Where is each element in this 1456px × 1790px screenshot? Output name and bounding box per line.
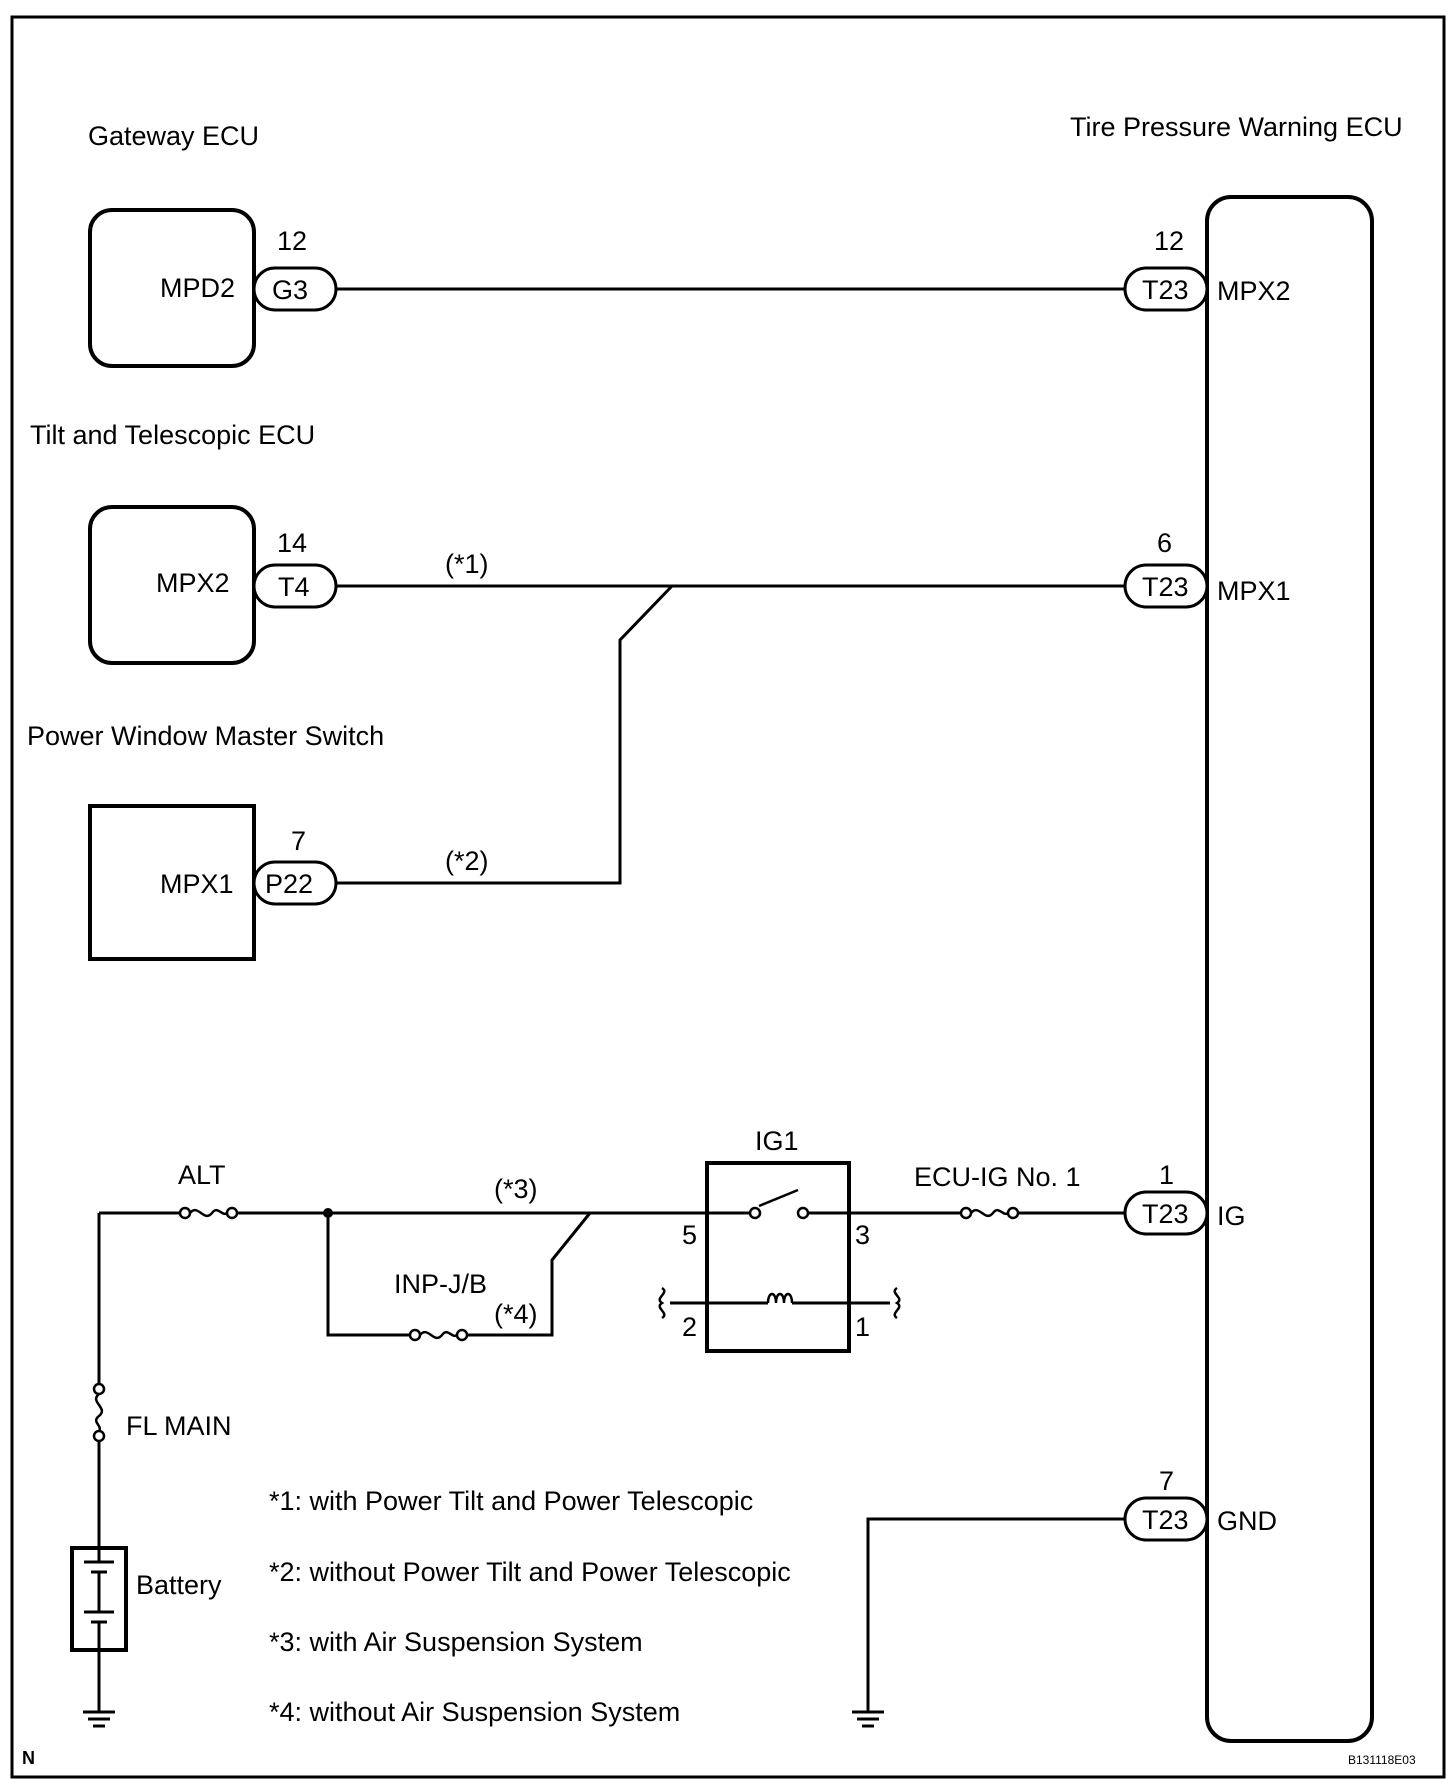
ecu-ig-fuse-label: ECU-IG No. 1: [914, 1162, 1081, 1192]
diagram-id: B131118E03: [1348, 1753, 1416, 1767]
wire-pw-switch-branch: [336, 584, 674, 885]
pw-switch-connector-label: P22: [265, 869, 313, 899]
tilt-ecu-connector-label: T4: [278, 572, 310, 602]
corner-mark: N: [22, 1748, 35, 1768]
fl-main-fuse-icon: [92, 1382, 106, 1443]
tilt-ecu-title: Tilt and Telescopic ECU: [30, 420, 315, 450]
tpw-connector-mpx2-label: T23: [1142, 275, 1189, 305]
ecu-ig-fuse-icon: [959, 1206, 1020, 1220]
tpw-pin-gnd: 7: [1159, 1466, 1174, 1496]
gateway-ecu-connector-label: G3: [272, 275, 308, 305]
tpw-pin-mpx1: 6: [1157, 528, 1172, 558]
tpw-pin-mpx2: 12: [1154, 226, 1184, 256]
tpw-terminal-mpx2: MPX2: [1217, 276, 1291, 306]
note-line-2: *2: without Power Tilt and Power Telesco…: [269, 1557, 791, 1587]
tpw-ecu-box: [1205, 195, 1374, 1743]
alt-fuse-label: ALT: [178, 1160, 226, 1190]
tpw-terminal-mpx1: MPX1: [1217, 576, 1291, 606]
ig1-relay-box: [705, 1161, 851, 1353]
note-ref-2: (*2): [445, 846, 489, 876]
inp-jb-fuse-icon: [408, 1328, 469, 1342]
gateway-ecu-terminal: MPD2: [160, 273, 235, 303]
ground-icon: [83, 1710, 115, 1728]
pw-switch-box: [88, 804, 256, 961]
battery-label: Battery: [136, 1570, 222, 1600]
battery-icon: [84, 1548, 114, 1650]
relay-pin-3: 3: [855, 1220, 870, 1250]
inp-jb-fuse-label: INP-J/B: [394, 1269, 487, 1299]
tpw-terminal-gnd: GND: [1217, 1506, 1277, 1536]
relay-pin-5: 5: [682, 1220, 697, 1250]
pw-switch-terminal: MPX1: [160, 869, 234, 899]
wire-inp-jb-return: [467, 1212, 592, 1337]
fl-main-label: FL MAIN: [126, 1411, 232, 1441]
tilt-ecu-terminal: MPX2: [156, 568, 230, 598]
wire-gnd: [866, 1517, 1125, 1712]
tpw-connector-gnd-label: T23: [1142, 1505, 1189, 1535]
diagram-frame: [10, 15, 1446, 1779]
note-line-4: *4: without Air Suspension System: [269, 1697, 680, 1727]
ig1-relay-label: IG1: [755, 1126, 799, 1156]
ground-icon: [852, 1710, 884, 1728]
relay-coil-icon: [658, 1286, 901, 1320]
alt-fuse-icon: [178, 1206, 239, 1220]
tpw-ecu-title: Tire Pressure Warning ECU: [1070, 112, 1403, 142]
relay-switch-icon: [707, 1188, 849, 1220]
note-line-1: *1: with Power Tilt and Power Telescopic: [269, 1486, 753, 1516]
tilt-ecu-pin: 14: [277, 528, 307, 558]
tpw-connector-ig-label: T23: [1142, 1199, 1189, 1229]
note-ref-1: (*1): [445, 549, 489, 579]
relay-pin-1: 1: [855, 1312, 870, 1342]
relay-pin-2: 2: [682, 1312, 697, 1342]
note-ref-3: (*3): [494, 1174, 538, 1204]
wire-inp-jb-path: [326, 1213, 410, 1337]
note-line-3: *3: with Air Suspension System: [269, 1627, 643, 1657]
tpw-terminal-ig: IG: [1217, 1201, 1246, 1231]
pw-switch-title: Power Window Master Switch: [27, 721, 384, 751]
pw-switch-pin: 7: [291, 826, 306, 856]
tpw-connector-mpx1-label: T23: [1142, 572, 1189, 602]
gateway-ecu-pin: 12: [277, 226, 307, 256]
note-ref-4: (*4): [494, 1299, 538, 1329]
gateway-ecu-title: Gateway ECU: [88, 121, 259, 151]
tpw-pin-ig: 1: [1159, 1160, 1174, 1190]
